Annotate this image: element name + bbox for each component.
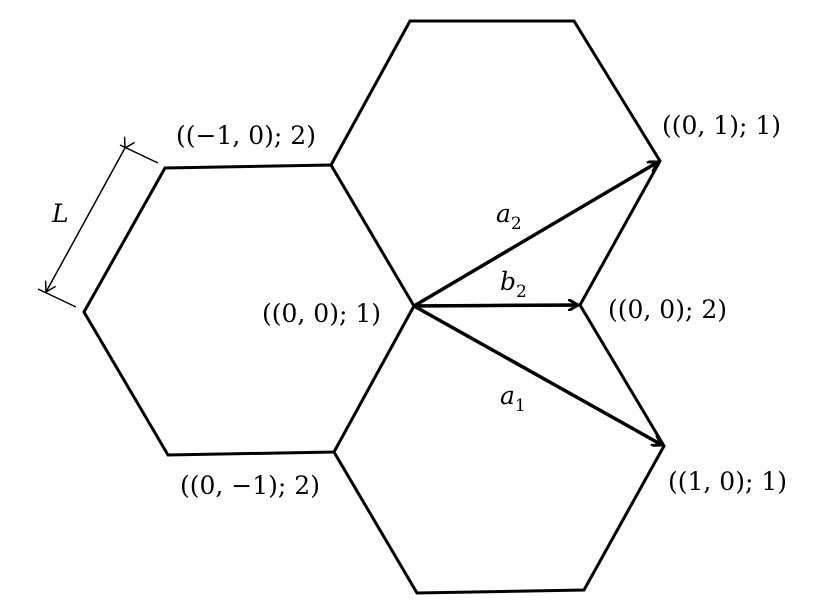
vertex-label-0-m1-2: ((0, −1); 2) — [180, 471, 320, 500]
dimension-marker-L — [37, 145, 159, 308]
vector-a2-label: a2 — [496, 199, 522, 234]
vector-a1-arrow — [413, 304, 662, 445]
vector-b2-label: b2 — [500, 267, 527, 302]
dimension-label: L — [51, 199, 69, 228]
vertex-label-0-0-1: ((0, 0); 1) — [262, 299, 381, 328]
vector-a1-label: a1 — [500, 381, 526, 416]
vector-a2-arrow — [413, 162, 658, 308]
vector-b2-arrow — [413, 305, 578, 306]
hexagon-top — [329, 19, 662, 308]
vertex-label-0-1-1: ((0, 1); 1) — [662, 111, 781, 140]
vertex-label-m1-0-2: ((−1, 0); 2) — [176, 121, 316, 150]
vertex-label-0-0-2: ((0, 0); 2) — [608, 295, 727, 324]
vertex-label-1-0-1: ((1, 0); 1) — [668, 467, 787, 496]
hexagon-bottom — [332, 303, 666, 595]
